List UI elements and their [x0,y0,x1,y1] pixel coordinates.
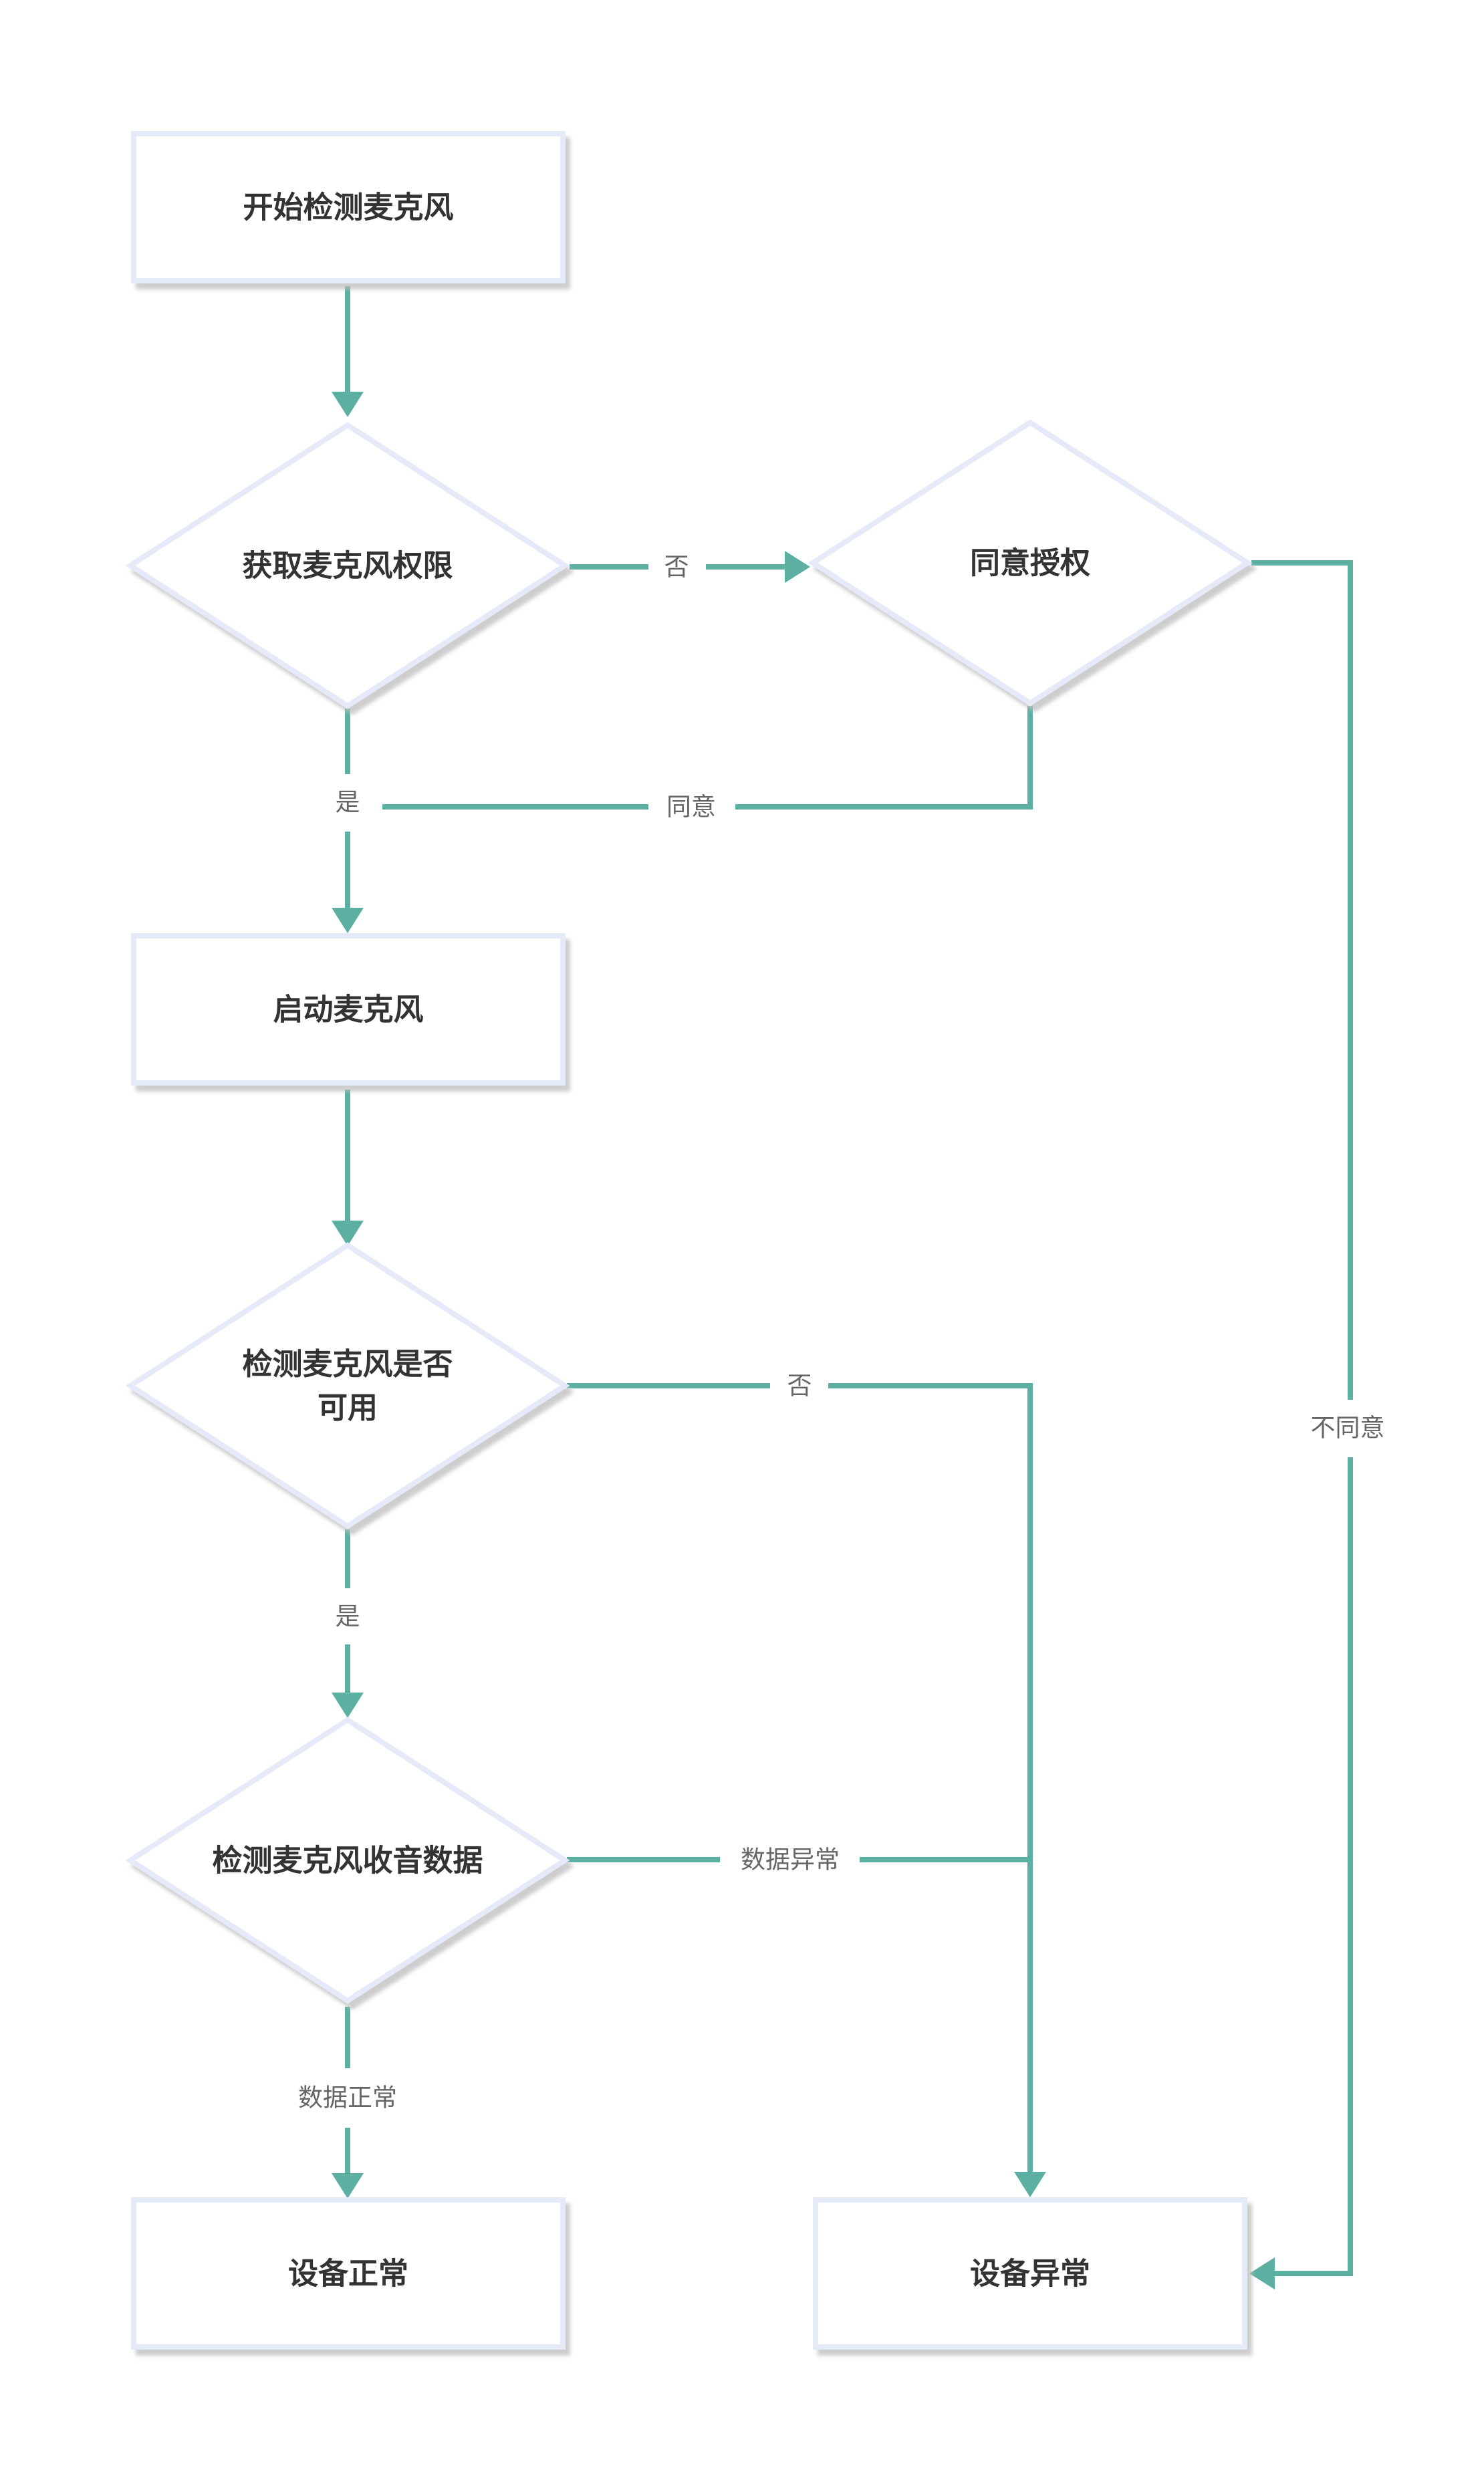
connector-line [828,1383,1033,2174]
process-box [131,131,566,283]
connector-line [1251,560,1353,1400]
arrowhead-icon [332,1221,364,1246]
node-label: 可用 [318,1390,378,1425]
decision-diamond [125,422,570,709]
arrowhead-icon [1014,2172,1046,2197]
decision-diamond [125,1242,570,1529]
node-error: 设备异常 [813,2197,1247,2350]
node-label: 同意授权 [970,545,1090,581]
node-consent: 同意授权 [808,419,1253,707]
edge-avail-yes [332,1529,364,1718]
edge-label: 数据正常 [298,2084,397,2112]
edge-start-perm [332,286,364,417]
edge-start-check [332,1090,364,1246]
node-label: 检测麦克风收音数据 [212,1843,483,1878]
node-label: 设备异常 [970,2256,1090,2291]
edge-perm-no [570,551,810,583]
connector-line [735,706,1033,810]
arrowhead-icon [332,392,364,417]
node-start-mic: 启动麦克风 [131,933,566,1086]
connector-line [1274,1457,1353,2276]
node-label: 检测麦克风是否 [242,1346,453,1382]
process-box [131,933,566,1086]
edge-consent-yes [382,706,1033,810]
node-label: 开始检测麦克风 [243,190,453,225]
node-check-data: 检测麦克风收音数据 [125,1717,570,2004]
edge-label: 不同意 [1311,1414,1385,1443]
arrowhead-icon [332,1693,364,1718]
decision-diamond [125,1717,570,2004]
edge-label: 数据异常 [741,1846,840,1874]
node-label: 获取麦克风权限 [242,548,453,584]
edge-label: 否 [664,553,689,582]
process-box [813,2197,1247,2350]
edge-avail-no [567,1383,1046,2197]
edge-label: 否 [787,1372,812,1400]
arrowhead-icon [332,908,364,933]
edge-data-ok [332,2007,364,2199]
edge-label: 是 [336,1602,360,1631]
edge-label: 同意 [666,793,716,822]
process-box [131,2197,566,2350]
arrowhead-icon [1249,2257,1275,2289]
arrowhead-icon [785,551,810,583]
edge-perm-yes [332,709,364,933]
edge-label: 是 [336,788,360,817]
node-label: 设备正常 [288,2256,408,2291]
edge-labels-layer: 否是同意不同意否是数据异常数据正常 [298,553,1385,2112]
edge-consent-no [1249,560,1353,2289]
decision-diamond [808,419,1253,707]
arrowhead-icon [332,2173,364,2199]
edges-layer [332,286,1353,2289]
node-label: 启动麦克风 [273,992,423,1027]
node-start: 开始检测麦克风 [131,131,566,283]
node-ok: 设备正常 [131,2197,566,2350]
node-get-perm: 获取麦克风权限 [125,422,570,709]
